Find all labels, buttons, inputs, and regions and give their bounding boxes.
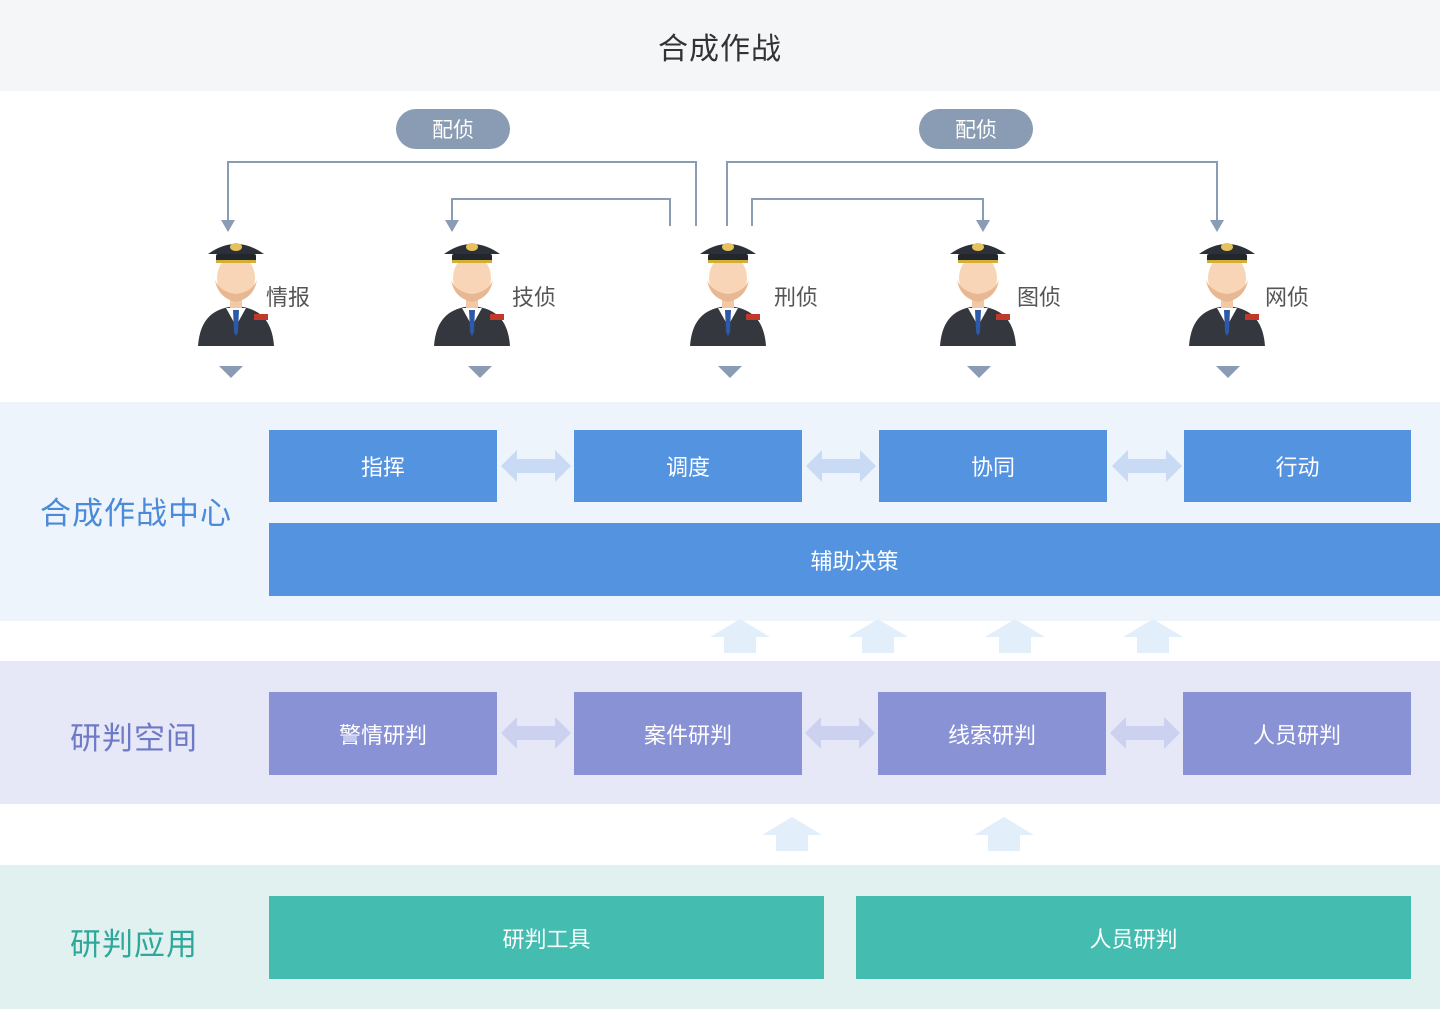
police-officer-icon xyxy=(688,234,768,346)
arrowhead-intel xyxy=(221,220,235,232)
double-arrow-icon xyxy=(1110,717,1180,749)
connector-lines xyxy=(221,161,1224,232)
header-bar: 合成作战 xyxy=(0,0,1440,91)
triangle-down-icon xyxy=(219,366,243,378)
box-analysis-tools: 研判工具 xyxy=(269,896,824,979)
double-arrow-icon xyxy=(501,717,571,749)
double-arrow-icon xyxy=(806,450,876,482)
box-case-analysis: 案件研判 xyxy=(574,692,802,775)
box-decision-support: 辅助决策 xyxy=(269,523,1440,596)
triangle-down-icon xyxy=(468,366,492,378)
officer-label-intel: 情报 xyxy=(266,286,311,311)
box-clue-analysis: 线索研判 xyxy=(878,692,1106,775)
arrowhead-tech xyxy=(445,220,459,232)
box-coordination: 协同 xyxy=(879,430,1107,502)
connector-to-intel xyxy=(227,161,697,226)
double-arrow-icon xyxy=(805,717,875,749)
police-officer-icon xyxy=(1187,234,1267,346)
center-band-label: 合成作战中心 xyxy=(40,496,232,532)
analysis-band-label: 研判空间 xyxy=(70,721,198,757)
police-officer-icon xyxy=(432,234,512,346)
box-action: 行动 xyxy=(1184,430,1411,502)
box-dispatch: 调度 xyxy=(574,430,802,502)
arrowhead-image xyxy=(976,220,990,232)
officer-label-criminal: 刑侦 xyxy=(774,286,819,311)
triangle-down-icon xyxy=(967,366,991,378)
up-arrow-icon xyxy=(762,817,822,851)
connector-to-tech xyxy=(451,198,671,226)
pill-pei-zhen-left: 配侦 xyxy=(396,109,510,149)
box-command: 指挥 xyxy=(269,430,497,502)
triangle-down-icon xyxy=(1216,366,1240,378)
double-arrow-icon xyxy=(501,450,571,482)
page-title: 合成作战 xyxy=(658,31,782,67)
box-person-analysis-app: 人员研判 xyxy=(856,896,1411,979)
officer-label-net: 网侦 xyxy=(1265,286,1310,311)
up-arrow-icon xyxy=(974,817,1034,851)
triangle-down-icon xyxy=(718,366,742,378)
up-arrow-icon xyxy=(1123,619,1183,653)
up-arrow-icon xyxy=(710,619,770,653)
connector-to-net xyxy=(726,161,1218,226)
up-arrow-icon xyxy=(985,619,1045,653)
apps-band-label: 研判应用 xyxy=(70,927,198,963)
police-officer-icon xyxy=(196,234,276,346)
double-arrow-icon xyxy=(1112,450,1182,482)
up-arrow-icon xyxy=(848,619,908,653)
police-officer-icon xyxy=(938,234,1018,346)
pill-pei-zhen-right: 配侦 xyxy=(919,109,1033,149)
officer-label-tech: 技侦 xyxy=(512,286,557,311)
connector-to-image xyxy=(751,198,984,226)
box-person-analysis: 人员研判 xyxy=(1183,692,1411,775)
officer-label-image: 图侦 xyxy=(1017,286,1062,311)
arrowhead-net xyxy=(1210,220,1224,232)
box-incident-analysis: 警情研判 xyxy=(269,692,497,775)
